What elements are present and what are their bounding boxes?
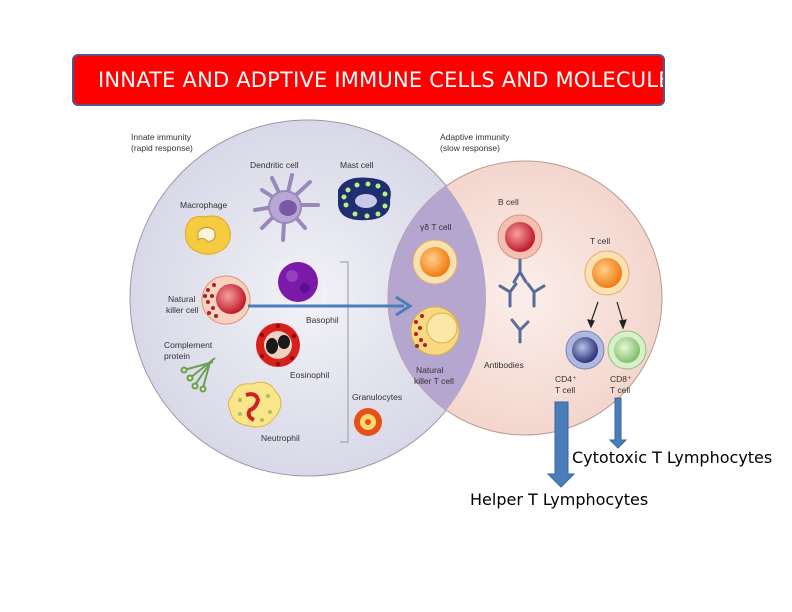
innate-to-adaptive-arrow [248, 295, 413, 317]
nk-label-line2: killer cell [166, 305, 199, 315]
helper-t-lymphocytes-label: Helper T Lymphocytes [470, 490, 649, 509]
helper-arrow [546, 401, 576, 488]
natural-killer-t-cell-icon [410, 306, 460, 356]
cd8-label-line1: CD8⁺ [610, 374, 632, 384]
nkt-label-line1: Natural [416, 365, 444, 375]
granulocyte-bracket [340, 261, 349, 443]
t-cell-icon [584, 250, 630, 296]
dendritic-label: Dendritic cell [250, 160, 299, 170]
macrophage-icon [185, 215, 231, 255]
gamma-delta-t-cell-icon [412, 239, 458, 285]
complement-label-line2: protein [164, 351, 190, 361]
macrophage-label: Macrophage [180, 200, 228, 210]
eosinophil-icon [256, 323, 300, 367]
basophil-icon [276, 262, 322, 302]
b-cell-icon [497, 214, 543, 260]
cytotoxic-arrow [608, 397, 628, 449]
cd4-label-line1: CD4⁺ [555, 374, 577, 384]
t-cell-differentiation-arrows [587, 301, 627, 330]
cd4-label-line2: T cell [555, 385, 575, 395]
eosinophil-label: Eosinophil [290, 370, 329, 380]
adaptive-heading: Adaptive immunity [440, 132, 510, 142]
nk-label-line1: Natural [168, 294, 196, 304]
cd8-label-line2: T cell [610, 385, 630, 395]
mast-label: Mast cell [340, 160, 374, 170]
neutrophil-label: Neutrophil [261, 433, 300, 443]
complement-protein-icon [180, 357, 216, 393]
nkt-label-line2: killer T cell [414, 376, 454, 386]
basophil-label: Basophil [306, 315, 339, 325]
cd4-t-cell-icon [565, 330, 605, 370]
b-cell-label: B cell [498, 197, 519, 207]
neutrophil-icon [227, 381, 282, 428]
antibodies-label: Antibodies [484, 360, 524, 370]
overlap-region [388, 161, 486, 435]
cytotoxic-t-lymphocytes-label: Cytotoxic T Lymphocytes [572, 448, 773, 467]
adaptive-subheading: (slow response) [440, 143, 500, 153]
gd-t-cell-label: γδ T cell [420, 222, 452, 232]
title-banner: INNATE AND ADPTIVE IMMUNE CELLS AND MOLE… [72, 54, 665, 106]
t-cell-label: T cell [590, 236, 610, 246]
mast-cell-icon [338, 177, 391, 221]
natural-killer-cell-icon [201, 275, 251, 325]
granulocytes-label: Granulocytes [352, 392, 402, 402]
cd8-t-cell-icon [607, 330, 647, 370]
granulocyte-icon [354, 408, 382, 436]
title-text: INNATE AND ADPTIVE IMMUNE CELLS AND MOLE… [98, 68, 665, 92]
antibodies-icon [498, 258, 546, 344]
innate-heading: Innate immunity [131, 132, 192, 142]
innate-subheading: (rapid response) [131, 143, 193, 153]
complement-label-line1: Complement [164, 340, 213, 350]
dendritic-cell-icon [253, 173, 320, 242]
